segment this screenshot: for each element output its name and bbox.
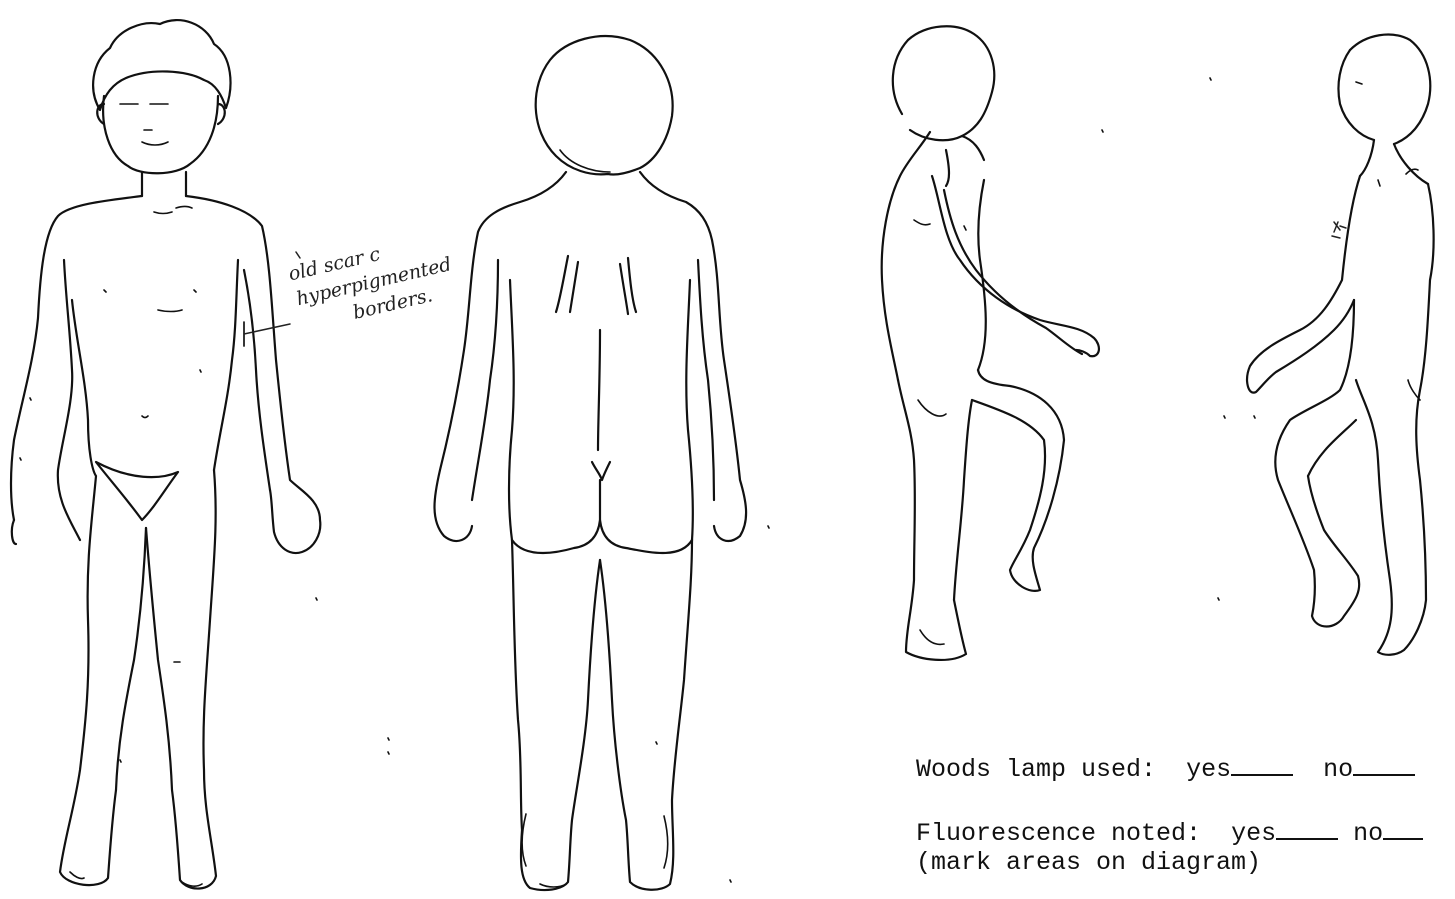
figure-right-side xyxy=(882,26,1099,660)
fluorescence-no-blank[interactable] xyxy=(1383,816,1423,840)
fluorescence-note: (mark areas on diagram) xyxy=(916,848,1261,877)
figure-left-side xyxy=(1247,35,1434,655)
woods-lamp-yes-label: yes xyxy=(1186,755,1231,784)
fluorescence-yes-label: yes xyxy=(1231,819,1276,848)
woods-lamp-no-label: no xyxy=(1323,755,1353,784)
annotation-leader-line xyxy=(244,322,290,346)
woods-lamp-yes-blank[interactable] xyxy=(1231,752,1293,776)
figure-back xyxy=(435,36,747,890)
figure-front xyxy=(11,20,320,888)
fluorescence-yes-blank[interactable] xyxy=(1276,816,1338,840)
fluorescence-no-label: no xyxy=(1353,819,1383,848)
woods-lamp-row: Woods lamp used: yes no xyxy=(916,752,1415,784)
fluorescence-label: Fluorescence noted: xyxy=(916,819,1201,848)
woods-lamp-no-blank[interactable] xyxy=(1353,752,1415,776)
fluorescence-row: Fluorescence noted: yes no xyxy=(916,816,1423,848)
woods-lamp-label: Woods lamp used: xyxy=(916,755,1156,784)
